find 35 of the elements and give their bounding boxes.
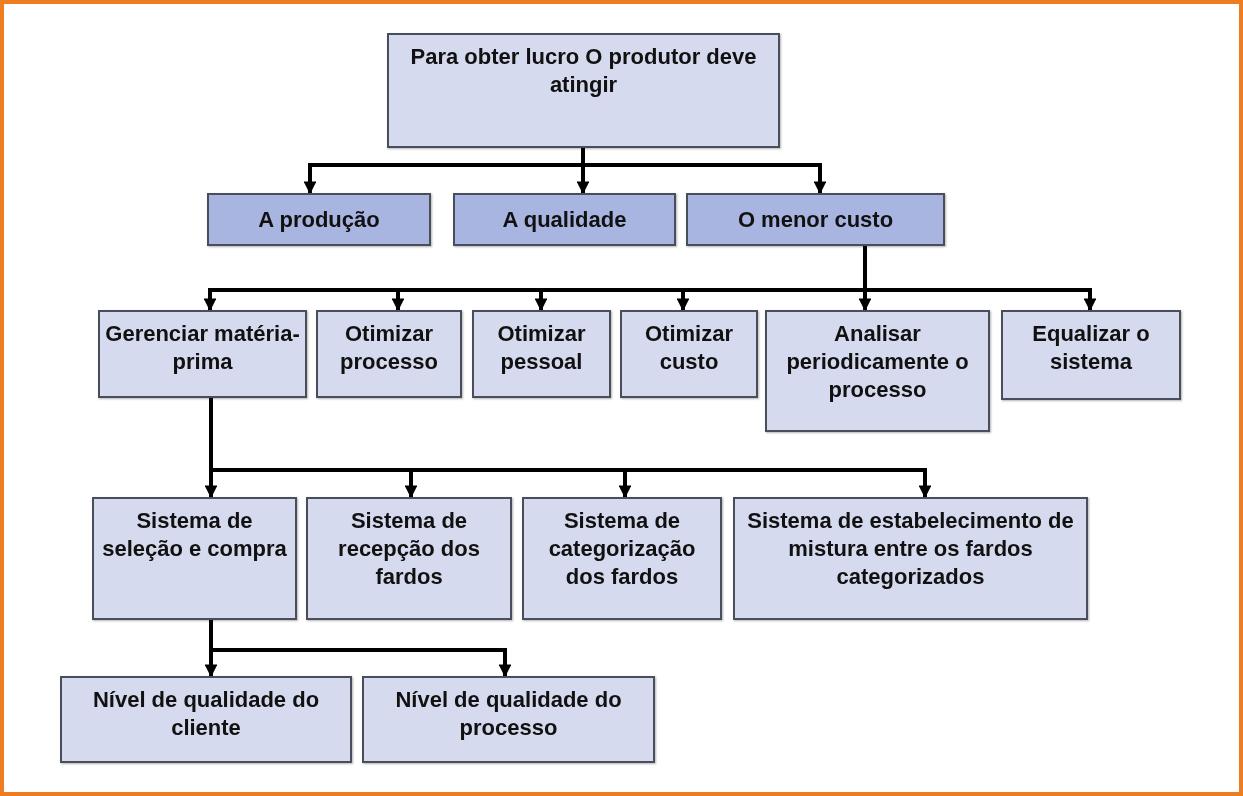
org-box <box>60 676 352 763</box>
box-label: Otimizar pessoal <box>496 320 587 376</box>
org-box <box>362 676 655 763</box>
connector-arrow <box>209 620 512 678</box>
box-label: Sistema de estabelecimento de mistura entre os fardos categorizados <box>746 507 1075 591</box>
box-label: Para obter lucro O produtor deve atingir <box>409 43 758 99</box>
box-label: O menor custo <box>737 205 894 234</box>
box-label: Equalizar o sistema <box>1031 320 1151 376</box>
connector-arrow <box>581 148 827 195</box>
org-box <box>453 193 676 246</box>
org-box <box>620 310 758 398</box>
org-box <box>316 310 462 398</box>
org-box <box>733 497 1088 620</box>
box-label: A qualidade <box>502 205 627 234</box>
box-label: Analisar periodicamente o processo <box>785 320 970 404</box>
box-label: Otimizar custo <box>644 320 734 376</box>
org-box <box>765 310 990 432</box>
connector-arrow <box>863 246 1097 312</box>
box-label: A produção <box>258 205 380 234</box>
box-label: Sistema de seleção e compra <box>101 507 288 563</box>
org-box <box>92 497 297 620</box>
org-box <box>522 497 722 620</box>
org-box <box>472 310 611 398</box>
box-label: Otimizar processo <box>339 320 439 376</box>
box-label: Nível de qualidade do cliente <box>91 686 321 742</box>
box-label: Sistema de recepção dos fardos <box>337 507 481 591</box>
org-box <box>207 193 431 246</box>
org-box <box>1001 310 1181 400</box>
org-box <box>98 310 307 398</box>
org-box <box>686 193 945 246</box>
box-label: Sistema de categorização dos fardos <box>547 507 697 591</box>
box-label: Nível de qualidade do processo <box>394 686 623 742</box>
org-box <box>306 497 512 620</box>
box-label: Gerenciar matéria-prima <box>104 320 301 376</box>
org-box <box>387 33 780 148</box>
